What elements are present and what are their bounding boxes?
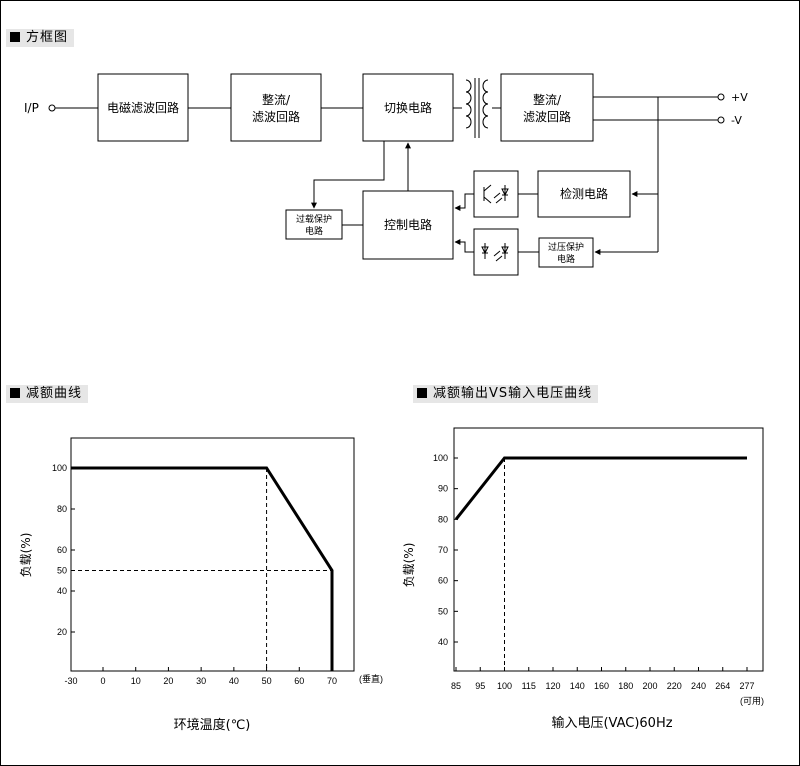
chart1-x-tick-label: 60 [294, 676, 304, 686]
chart2-x-tick-label: 115 [522, 681, 536, 691]
section-label: 减额曲线 [26, 386, 83, 401]
switching-label: 切换电路 [384, 100, 432, 115]
chart2-y-tick-label: 90 [438, 484, 448, 494]
chart2-y-tick-label: 50 [438, 606, 448, 616]
output-neg-terminal [717, 116, 725, 124]
chart1-x-tick-label: 50 [262, 676, 272, 686]
ovp-label-1: 过压保护 [548, 241, 584, 253]
chart2-series-line [454, 456, 747, 521]
chart1-plot-area [70, 437, 355, 672]
chart2-x-tick-label: 200 [642, 681, 657, 691]
control-label: 控制电路 [384, 217, 432, 232]
emi-filter-label: 电磁滤波回路 [107, 100, 179, 115]
chart1-x-tick-label: 40 [229, 676, 239, 686]
chart1-x-tick-label: -30 [64, 676, 77, 686]
chart2-x-axis-label: 输入电压(VAC)60Hz [551, 715, 672, 731]
square-bullet-icon [10, 32, 20, 42]
chart1-x-tick-note: (垂直) [359, 673, 383, 684]
chart1-x-tick-label: 30 [196, 676, 206, 686]
chart1-series-line [71, 466, 334, 671]
rectifier-label-2: 滤波回路 [252, 109, 300, 124]
chart2-x-tick-label: 277 [739, 681, 754, 691]
block-diagram: I/P 电磁滤波回路 整流/ 滤波回路 切换电路 整流/ 滤波回路 检测电路 控… [24, 73, 748, 276]
chart1-y-tick-label: 60 [57, 545, 67, 555]
transformer-icon [465, 78, 489, 138]
chart1-x-tick-label: 20 [163, 676, 173, 686]
olp-label-1: 过载保护 [296, 213, 332, 225]
chart2-y-tick-label: 40 [438, 637, 448, 647]
chart2-x-tick-label: 120 [545, 681, 560, 691]
chart2-x-tick-label: 100 [497, 681, 512, 691]
section-label: 减额输出VS输入电压曲线 [433, 386, 593, 401]
chart2-x-tick-label: 180 [618, 681, 633, 691]
chart2-x-tick-label: 95 [475, 681, 485, 691]
input-label: I/P [24, 101, 39, 115]
output-pos-label: +V [731, 91, 748, 104]
output-neg-label: -V [731, 114, 742, 127]
ovp-label-2: 电路 [557, 253, 575, 265]
chart1-y-axis-label: 负载(%) [19, 533, 33, 578]
chart2-y-tick-label: 100 [433, 453, 448, 463]
detection-label: 检测电路 [560, 186, 608, 201]
chart2-x-tick-label: 85 [451, 681, 461, 691]
rectifier-label-1: 整流/ [262, 92, 291, 107]
section-label: 方框图 [26, 30, 69, 45]
chart2-x-tick-note: (可用) [740, 696, 764, 706]
chart2-x-tick-label: 220 [667, 681, 682, 691]
chart1-y-tick-label: 40 [57, 586, 67, 596]
chart2-y-tick-label: 70 [438, 545, 448, 555]
output-rectifier-label-2: 滤波回路 [523, 109, 571, 124]
output-rectifier-label-1: 整流/ [533, 92, 562, 107]
chart1-y-tick-label: 50 [57, 566, 67, 576]
chart1-x-tick-label: 0 [100, 676, 105, 686]
section-title-block-diagram: 方框图 [6, 29, 75, 47]
chart2-y-axis-label: 负载(%) [402, 543, 416, 588]
olp-label-2: 电路 [305, 225, 323, 237]
chart2-x-tick-label: 264 [715, 681, 730, 691]
chart1-x-tick-label: 70 [327, 676, 337, 686]
chart1-y-tick-label: 80 [57, 504, 67, 514]
chart2-x-tick-label: 240 [691, 681, 706, 691]
square-bullet-icon [10, 388, 20, 398]
square-bullet-icon [417, 388, 427, 398]
section-title-derating-vs-input: 减额输出VS输入电压曲线 [413, 385, 599, 403]
chart1-x-axis-label: 环境温度(℃) [174, 717, 251, 733]
section-title-derating-curve: 减额曲线 [6, 385, 89, 403]
chart1-x-tick-label: 10 [131, 676, 141, 686]
chart1-y-tick-label: 100 [52, 463, 67, 473]
chart2-x-tick-label: 140 [570, 681, 585, 691]
chart2-y-tick-label: 60 [438, 576, 448, 586]
chart2-x-tick-label: 160 [594, 681, 609, 691]
chart1-y-tick-label: 20 [57, 627, 67, 637]
chart2-y-tick-label: 80 [438, 514, 448, 524]
output-pos-terminal [717, 93, 725, 101]
